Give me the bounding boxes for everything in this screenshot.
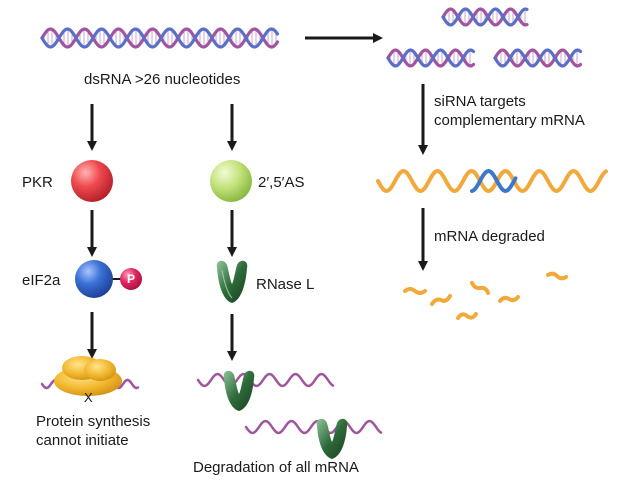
mrna-fragment <box>430 294 452 306</box>
target-mrna <box>376 168 608 194</box>
strand <box>441 7 529 27</box>
strand <box>40 27 280 49</box>
rnase-l-icon <box>216 260 248 303</box>
dsrna-helix <box>40 27 280 49</box>
strand <box>386 48 476 68</box>
blocked-mark: X <box>84 390 93 405</box>
mrna-fragment <box>456 312 478 320</box>
rnase-l-bound-icon <box>316 418 348 459</box>
as-label: 2′,5′AS <box>258 174 305 191</box>
phospho-circle <box>120 268 142 290</box>
eif2a-sphere <box>75 260 113 298</box>
sirna-helix <box>441 7 529 27</box>
sirna-targets-label-line2: complementary mRNA <box>434 112 585 129</box>
protein-synthesis-label-line1: Protein synthesis <box>36 413 151 430</box>
sirna-helix <box>386 48 476 68</box>
strand <box>441 7 529 27</box>
ribosome-blocked <box>40 356 140 396</box>
strand <box>40 27 280 49</box>
mrna-strand <box>376 168 608 194</box>
as-sphere <box>210 160 252 202</box>
mrna-degraded-label: mRNA degraded <box>434 228 545 245</box>
protein-synthesis-label-line2: cannot initiate <box>36 432 129 449</box>
mrna-strand <box>244 419 383 435</box>
mrna-line <box>196 372 335 388</box>
phospho-label: P <box>126 272 135 286</box>
mrna-fragment <box>498 295 520 303</box>
rnase-label: RNase L <box>256 276 315 293</box>
mrna-fragment <box>546 271 568 281</box>
pkr-label: PKR <box>22 174 53 191</box>
sirna-strand <box>470 168 518 194</box>
pkr-sphere <box>71 160 113 202</box>
eif2a-label: eIF2a <box>22 272 61 289</box>
degradation-all-label: Degradation of all mRNA <box>193 459 359 476</box>
mrna-fragment <box>470 281 490 295</box>
mrna-strand <box>196 372 335 388</box>
strand <box>493 48 583 68</box>
mrna-fragments <box>403 271 568 320</box>
mrna-fragment <box>403 287 427 295</box>
dsrna-label: dsRNA >26 nucleotides <box>84 71 241 88</box>
sirna-helix <box>493 48 583 68</box>
sirna-targets-label-line1: siRNA targets <box>434 93 526 110</box>
mrna-line <box>244 419 383 435</box>
rnase-l-bound-icon <box>223 370 255 411</box>
